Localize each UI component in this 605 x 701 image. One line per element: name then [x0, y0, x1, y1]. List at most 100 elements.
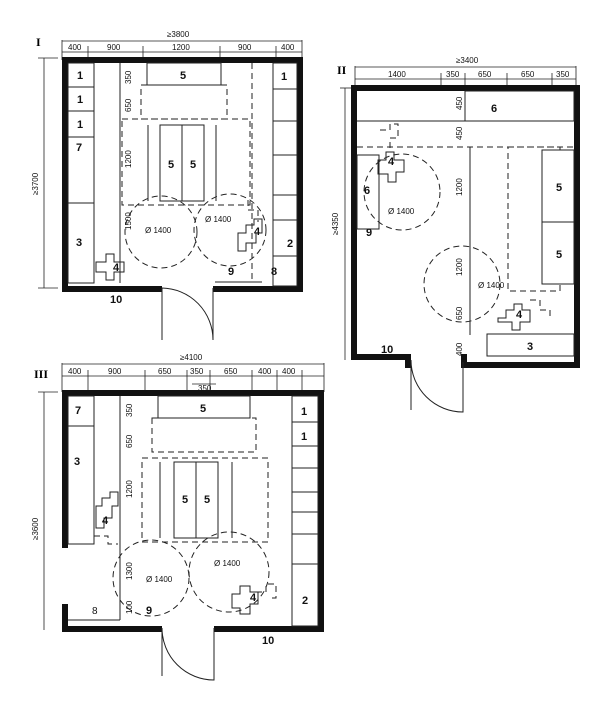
- overall-height-label: ≥3600: [31, 517, 40, 540]
- item-label: 7: [76, 142, 82, 154]
- cabinet-8: [272, 255, 298, 287]
- turning-circle: [188, 531, 270, 613]
- item-label: 5: [200, 403, 206, 415]
- item-label: 9: [146, 605, 152, 617]
- wall-right: [574, 85, 580, 368]
- item-label: 3: [74, 456, 80, 468]
- cabinet-7: [67, 136, 95, 204]
- dim-label: 1200: [124, 150, 133, 168]
- dim-label: 650: [224, 367, 238, 376]
- dim-label: 650: [125, 434, 134, 448]
- cabinet-2: [272, 219, 298, 257]
- cabinet-7: [67, 395, 95, 427]
- item-label: 4: [254, 226, 261, 238]
- wall-left: [62, 57, 68, 292]
- item-label: 6: [491, 103, 497, 115]
- item-label: 6: [364, 185, 370, 197]
- item-label: 3: [76, 237, 82, 249]
- dim-label: 400: [258, 367, 272, 376]
- cabinet-3: [67, 425, 95, 545]
- dim-label: 350: [446, 70, 460, 79]
- overall-width-label: ≥4100: [180, 353, 203, 362]
- cabinet: [272, 88, 298, 122]
- circle-label: Ø 1400: [145, 226, 172, 235]
- wall-top: [62, 57, 303, 63]
- wheelchair-icon: [95, 491, 119, 529]
- item-label: 10: [381, 344, 393, 356]
- wall-top: [62, 390, 324, 396]
- circle-label: Ø 1400: [146, 575, 173, 584]
- door-swing: [161, 627, 215, 681]
- item-label: 1: [301, 431, 307, 443]
- wall-stub: [461, 354, 467, 368]
- dim-label: 900: [108, 367, 122, 376]
- item-label: 3: [527, 341, 533, 353]
- wall-left: [62, 390, 68, 548]
- dim-label: 350: [190, 367, 204, 376]
- wall-right: [297, 57, 303, 292]
- dim-label: 400: [68, 367, 82, 376]
- item-label: 7: [75, 405, 81, 417]
- cabinet-6: [356, 154, 380, 230]
- dim-label: 350: [124, 70, 133, 84]
- item-label: 10: [262, 635, 274, 647]
- wall-top: [351, 85, 580, 91]
- item-label: 5: [168, 159, 174, 171]
- turning-circle: [423, 245, 501, 323]
- overall-width-label: ≥3800: [167, 30, 190, 39]
- dim-label: 400: [282, 367, 296, 376]
- table-5: [181, 124, 205, 202]
- dim-label: 1300: [125, 562, 134, 580]
- plan-three: III ≥4100 400 900 650 350 650 400 400 35…: [31, 353, 325, 681]
- wall-bottom-right: [213, 286, 303, 292]
- cabinet-3: [486, 333, 575, 357]
- dim-label: 350: [198, 384, 212, 393]
- wall-bottom-left: [62, 286, 162, 292]
- item-label: 4: [113, 262, 120, 274]
- circle-label: Ø 1400: [388, 207, 415, 216]
- item-label: 4: [516, 309, 523, 321]
- item-label: 4: [388, 156, 395, 168]
- cabinet-1: [291, 395, 319, 423]
- wall-left-lower: [62, 604, 68, 632]
- plan-title: II: [337, 63, 347, 77]
- cabinet: [291, 533, 319, 565]
- item-label: 5: [204, 494, 210, 506]
- door-swing: [161, 287, 214, 341]
- wall-right: [318, 390, 324, 632]
- cabinet: [272, 194, 298, 221]
- item-label: 1: [301, 406, 307, 418]
- cabinet-3: [67, 202, 95, 284]
- dim-label: 650: [521, 70, 535, 79]
- item-label: 5: [182, 494, 188, 506]
- item-label: 4: [102, 515, 109, 527]
- plan-title: III: [34, 367, 48, 381]
- dim-label: 650: [158, 367, 172, 376]
- dim-label: 1200: [125, 480, 134, 498]
- plan-title: I: [36, 35, 41, 49]
- dim-label: 650: [124, 98, 133, 112]
- dim-label: 450: [455, 96, 464, 110]
- item-label: 5: [180, 70, 186, 82]
- overall-height-label: ≥4350: [331, 212, 340, 235]
- wall-bottom-right: [461, 362, 580, 368]
- wheelchair-icon: [377, 151, 405, 183]
- wheelchair-icon: [231, 585, 259, 615]
- turning-circle: [363, 153, 441, 231]
- overall-height-label: ≥3700: [31, 172, 40, 195]
- item-label: 1: [281, 71, 287, 83]
- item-label: 2: [287, 238, 293, 250]
- dim-label: 1200: [172, 43, 190, 52]
- wall-stub: [405, 354, 411, 368]
- dim-label: 1200: [455, 258, 464, 276]
- wheelchair-icon: [95, 253, 125, 281]
- circle-label: Ø 1400: [478, 281, 505, 290]
- cabinet: [291, 445, 319, 469]
- table-5-group: [541, 149, 575, 285]
- wall-left: [351, 85, 357, 359]
- item-label: 8: [92, 606, 98, 617]
- wheelchair-icon: [497, 303, 531, 331]
- dim-label: 1400: [388, 70, 406, 79]
- cabinet: [291, 511, 319, 535]
